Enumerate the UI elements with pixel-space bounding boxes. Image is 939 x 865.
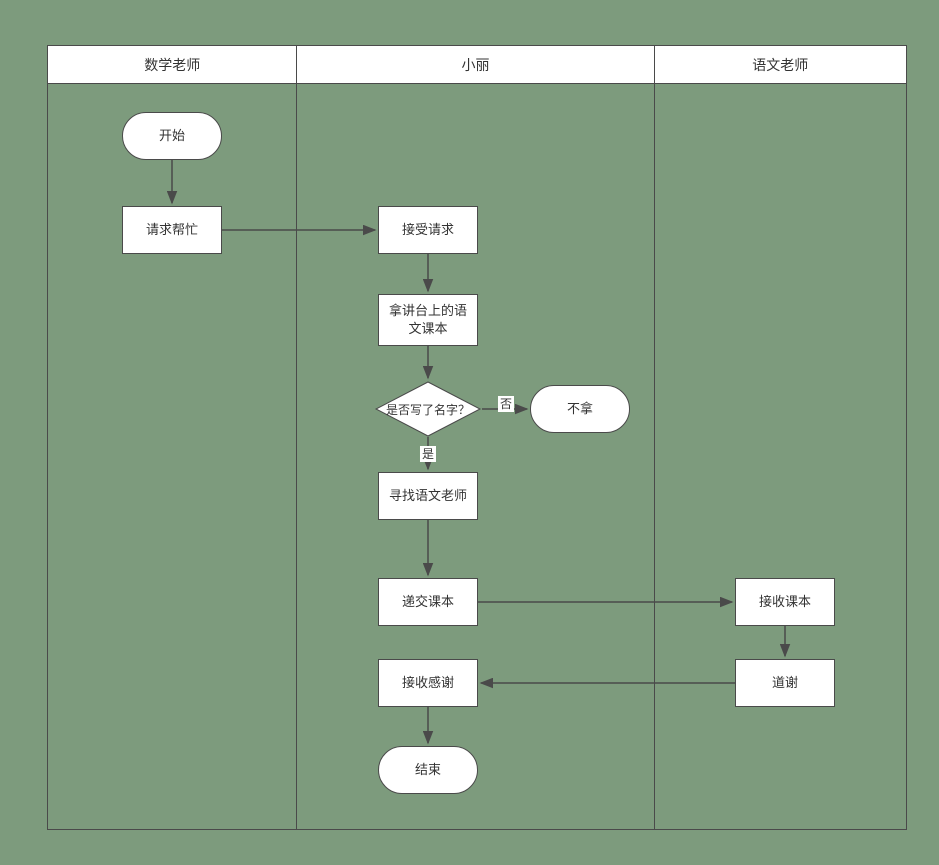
node-label: 接收感谢: [401, 675, 454, 691]
node-label: 寻找语文老师: [388, 488, 467, 504]
lane-title: 语文老师: [752, 56, 809, 73]
node-label: 开始: [158, 128, 185, 144]
lane-body-chinese-teacher: [655, 84, 906, 829]
node-receive-thanks[interactable]: 接收感谢: [378, 659, 478, 707]
node-request-help[interactable]: 请求帮忙: [122, 206, 222, 254]
edge-label-no: 否: [497, 396, 515, 412]
node-decision[interactable]: 是否写了名字？: [374, 381, 482, 437]
node-label: 拿讲台上的语文课本: [388, 303, 467, 336]
node-take-textbook[interactable]: 拿讲台上的语文课本: [378, 294, 478, 346]
node-receive-textbook[interactable]: 接收课本: [735, 578, 835, 626]
node-start[interactable]: 开始: [122, 112, 222, 160]
lane-title: 数学老师: [144, 56, 201, 73]
node-label: 不拿: [566, 401, 593, 417]
node-label: 接收课本: [758, 594, 811, 610]
node-hand-over[interactable]: 递交课本: [378, 578, 478, 626]
lane-body-math-teacher: [48, 84, 298, 829]
node-label: 道谢: [771, 675, 798, 691]
lane-header-xiaoli: 小丽: [297, 46, 655, 84]
lane-body-xiaoli: [297, 84, 655, 829]
lane-header-chinese-teacher: 语文老师: [654, 46, 906, 84]
swimlane-container: 数学老师 小丽 语文老师: [47, 45, 907, 830]
node-dont-take[interactable]: 不拿: [530, 385, 630, 433]
node-label: 递交课本: [401, 594, 454, 610]
lane-header-math-teacher: 数学老师: [48, 46, 298, 84]
node-label: 接受请求: [401, 222, 454, 238]
lane-title: 小丽: [461, 56, 490, 73]
diamond-shape: [374, 381, 482, 437]
node-accept-request[interactable]: 接受请求: [378, 206, 478, 254]
edge-label-yes: 是: [419, 446, 437, 462]
node-find-teacher[interactable]: 寻找语文老师: [378, 472, 478, 520]
node-end[interactable]: 结束: [378, 746, 478, 794]
node-label: 是否写了名字？: [385, 402, 470, 417]
lane-header-row: 数学老师 小丽 语文老师: [48, 46, 906, 84]
node-label: 结束: [414, 762, 441, 778]
node-label: 请求帮忙: [145, 222, 198, 238]
node-thank[interactable]: 道谢: [735, 659, 835, 707]
lane-body-row: [48, 84, 906, 829]
